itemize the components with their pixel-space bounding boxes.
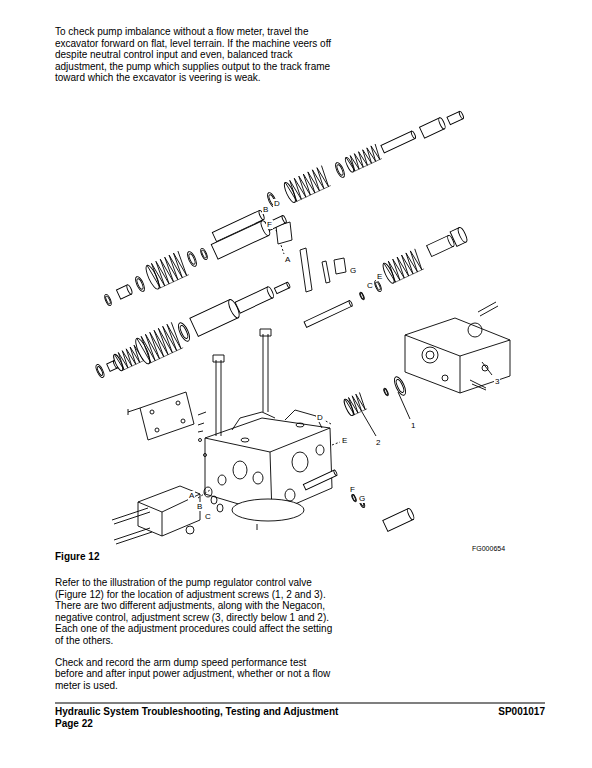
valve-housing-drawing <box>55 230 545 703</box>
figure-code: FG000654 <box>472 545 505 553</box>
part-callout: G <box>349 266 357 275</box>
o-ring <box>199 248 208 261</box>
lever <box>334 258 346 274</box>
footer-text: Hydraulic System Troubleshooting, Testin… <box>55 706 338 718</box>
o-ring <box>95 363 106 378</box>
o-ring <box>186 250 199 267</box>
part-callout: B <box>262 205 269 214</box>
cylinder-part <box>450 226 468 246</box>
figure-caption: Figure 12 <box>55 551 99 563</box>
body-paragraph: To check pump imbalance without a flow m… <box>55 26 333 84</box>
footer-text: Page 22 <box>55 718 93 730</box>
spring <box>344 144 382 173</box>
cylinder-part <box>235 286 275 313</box>
part-callout: 3 <box>494 377 500 386</box>
lever <box>322 261 330 283</box>
cylinder-part <box>116 284 133 299</box>
cylinder-part <box>381 131 416 153</box>
part-callout: A <box>284 255 291 264</box>
body-paragraph: Check and record the arm dump speed perf… <box>55 657 333 692</box>
part-callout: B <box>196 502 203 511</box>
part-callout: F <box>266 220 273 229</box>
part-callout: 1 <box>410 421 416 430</box>
cylinder-part <box>427 235 456 257</box>
part-callout: C <box>366 281 374 290</box>
o-ring <box>392 375 408 397</box>
spring <box>144 251 189 291</box>
spring <box>342 392 367 416</box>
part-callout: D <box>273 199 281 208</box>
footer-text: SP001017 <box>498 706 545 718</box>
o-ring <box>359 292 365 301</box>
part-callout: C <box>204 512 212 521</box>
exploded-parts <box>95 111 469 532</box>
cylinder-part <box>304 300 353 327</box>
o-ring <box>373 280 382 293</box>
cylinder-part <box>303 470 337 490</box>
cylinder-part <box>274 282 290 294</box>
part-callout: 2 <box>375 438 381 447</box>
lever <box>300 248 312 292</box>
part-callout: F <box>349 485 356 494</box>
o-ring <box>134 275 147 292</box>
o-ring <box>334 161 347 178</box>
cylinder-part <box>447 111 464 125</box>
cylinder-part <box>211 220 271 259</box>
part-callout: G <box>358 494 366 503</box>
body-paragraph: Refer to the illustration of the pump re… <box>55 577 333 647</box>
cylinder-part <box>266 215 287 230</box>
cylinder-part <box>190 298 242 336</box>
o-ring <box>103 294 112 307</box>
spring <box>133 322 183 365</box>
o-ring <box>351 494 357 503</box>
spring <box>381 249 424 285</box>
part-callout: E <box>341 436 348 445</box>
part-callout: A <box>188 491 195 500</box>
cylinder-part <box>383 508 415 532</box>
o-ring <box>383 388 389 397</box>
spring <box>282 166 331 204</box>
o-ring <box>176 321 192 343</box>
part-callout: D <box>316 413 324 422</box>
cylinder-part <box>419 117 446 138</box>
part-callout: E <box>376 272 383 281</box>
